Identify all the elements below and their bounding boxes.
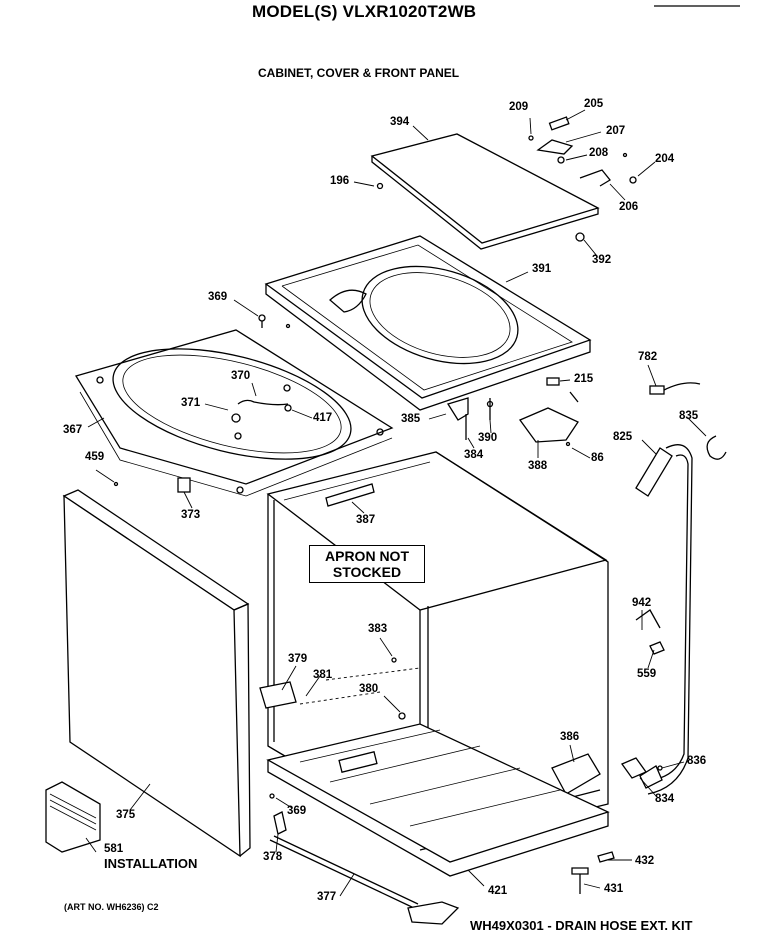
part-label-383: 383 — [368, 623, 388, 635]
part-label-581: 581 — [104, 843, 124, 855]
part-label-384: 384 — [464, 449, 484, 461]
part-label-375: 375 — [116, 809, 136, 821]
part-label-432: 432 — [635, 855, 655, 867]
part-label-370: 370 — [231, 370, 251, 382]
callout-line-1: APRON NOT — [325, 548, 409, 564]
part-label-825: 825 — [613, 431, 633, 443]
part-label-559: 559 — [637, 668, 657, 680]
part-label-381: 381 — [313, 669, 333, 681]
leader-lines — [85, 109, 707, 897]
part-label-367: 367 — [63, 424, 83, 436]
part-label-371: 371 — [181, 397, 201, 409]
part-label-378: 378 — [263, 851, 283, 863]
drain-hose-kit-note: WH49X0301 - DRAIN HOSE EXT. KIT — [470, 918, 693, 933]
part-label-459: 459 — [85, 451, 105, 463]
apron-not-stocked-callout: APRON NOT STOCKED — [309, 545, 425, 583]
model-title: MODEL(S) VLXR1020T2WB — [252, 2, 477, 21]
part-label-215: 215 — [574, 373, 594, 385]
installation-booklet-581-shape — [45, 781, 101, 853]
part-label-86: 86 — [591, 452, 604, 464]
part-label-385: 385 — [401, 413, 421, 425]
part-label-386: 386 — [560, 731, 580, 743]
part-label-431: 431 — [604, 883, 624, 895]
part-label-208: 208 — [589, 147, 609, 159]
part-label-835: 835 — [679, 410, 699, 422]
part-label-421: 421 — [488, 885, 508, 897]
lid-394-shape — [370, 133, 600, 250]
base-shape — [266, 723, 610, 877]
top-cover-391-shape — [264, 235, 592, 411]
part-label-836: 836 — [687, 755, 707, 767]
part-label-369-bottom: 369 — [287, 805, 307, 817]
part-label-388: 388 — [528, 460, 548, 472]
part-label-834: 834 — [655, 793, 675, 805]
side-panel-375-shape — [62, 489, 251, 858]
art-number: (ART NO. WH6236) C2 — [64, 902, 159, 912]
part-label-390: 390 — [478, 432, 498, 444]
installation-label: INSTALLATION — [104, 856, 198, 871]
drain-hose-825-shape — [635, 444, 693, 795]
part-label-942: 942 — [632, 597, 652, 609]
section-title: CABINET, COVER & FRONT PANEL — [258, 66, 460, 80]
part-label-377: 377 — [317, 891, 337, 903]
top-frame-367-shape — [75, 329, 394, 497]
part-label-206: 206 — [619, 201, 639, 213]
part-label-196: 196 — [330, 175, 350, 187]
part-label-379: 379 — [288, 653, 308, 665]
part-label-782: 782 — [638, 351, 658, 363]
part-label-369-top: 369 — [208, 291, 228, 303]
part-label-209: 209 — [509, 101, 529, 113]
callout-line-2: STOCKED — [332, 564, 402, 580]
part-label-204: 204 — [655, 153, 675, 165]
part-label-373: 373 — [181, 509, 201, 521]
hardware-pieces — [113, 116, 727, 493]
part-label-387: 387 — [356, 514, 376, 526]
part-label-380: 380 — [359, 683, 379, 695]
part-label-394: 394 — [390, 116, 410, 128]
part-label-392: 392 — [592, 254, 612, 266]
part-label-391: 391 — [532, 263, 552, 275]
part-label-207: 207 — [606, 125, 626, 137]
part-label-417: 417 — [313, 412, 333, 424]
part-label-205: 205 — [584, 98, 604, 110]
